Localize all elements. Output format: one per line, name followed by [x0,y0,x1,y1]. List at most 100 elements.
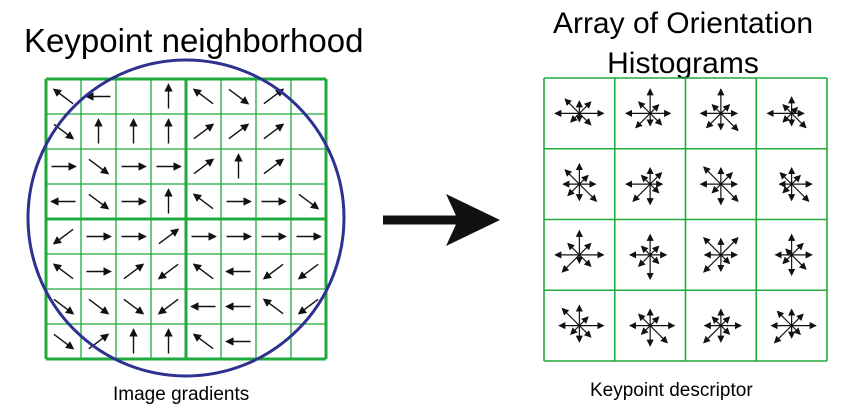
gaussian-window-circle [26,58,346,378]
gradient-arrow [193,158,215,175]
transform-arrow [383,194,500,246]
gradient-arrow [297,263,319,280]
gradient-arrow [262,263,284,280]
histogram-bin-arrow [782,183,793,194]
histogram-bin-arrow [561,254,580,273]
orientation-histograms-title: Array of Orientation Histograms [526,4,840,84]
histogram-bin-arrow [703,166,722,185]
histogram-bin-arrow [649,171,663,185]
orientation-histogram [703,308,743,344]
histogram-bin-arrow [779,171,793,185]
histogram-bin-arrow [637,101,651,114]
gradient-arrow [192,263,214,280]
histogram-bin-arrow [720,316,731,327]
gradient-arrow [157,298,179,315]
keypoint-neighborhood-grid [44,77,328,361]
histogram-bin-arrow [632,183,651,202]
histogram-bin-arrow [791,112,807,129]
histogram-bin-arrow [720,183,739,202]
histogram-bin-arrow [570,112,580,123]
transform-arrow-head [446,194,500,246]
gradient-arrow [123,263,145,280]
histogram-bin-arrow [720,254,731,265]
gradient-arrow [157,263,179,280]
keypoint-descriptor-caption: Keypoint descriptor [590,380,753,401]
histogram-bin-arrow [640,245,651,256]
histogram-bin-arrow [649,325,668,344]
histogram-bin-arrow [640,325,651,335]
histogram-bin-arrow [637,313,651,327]
histogram-bin-arrow [711,104,722,114]
histogram-bin-arrow [791,254,807,270]
gradient-arrow [52,88,74,105]
histogram-bin-arrow [711,183,722,194]
gradient-arrow [88,158,110,175]
gradient-arrow [262,298,284,315]
histogram-bin-arrow [703,237,722,256]
gradient-arrow [158,228,180,245]
gradient-arrows [50,83,322,354]
histogram-bin-arrow [791,325,801,335]
histogram-bin-arrow [564,98,580,114]
orientation-histogram [628,308,676,347]
histogram-bin-arrow [649,183,660,194]
histogram-bin-arrow [649,104,660,114]
orientation-histogram [624,166,664,206]
gradient-arrow [228,123,250,140]
histogram-bin-arrow [782,104,793,114]
histogram-bin-arrow [578,254,592,268]
orientation-histogram [699,88,739,132]
histogram-bin-arrow [782,112,793,123]
histogram-bin-arrow [578,112,592,126]
gradient-arrow [53,333,75,350]
keypoint-neighborhood-title: Keypoint neighborhood [24,22,364,59]
gradient-arrow [123,298,145,315]
histogram-bin-arrow [791,242,804,256]
histogram-bin-arrow [649,245,660,256]
gradient-arrow [297,298,319,315]
gradient-arrow [52,228,74,245]
orientation-histogram [554,229,605,273]
histogram-bin-arrow [720,171,734,185]
gradient-arrow [53,298,75,315]
histogram-bin-arrow [578,325,592,338]
histogram-bin-arrow [791,174,801,185]
orientation-histograms [554,88,817,347]
histogram-bin-arrow [578,183,598,202]
histogram-bin-arrow [703,254,722,273]
histogram-bin-arrow [635,112,651,129]
orientation-histogram [778,166,813,202]
histogram-bin-arrow [720,104,731,114]
histogram-bin-arrow [564,169,580,185]
histogram-bin-arrow [791,183,810,202]
histogram-bin-arrow [578,242,592,256]
histogram-bin-arrow [720,237,739,256]
histogram-bin-arrow [711,316,722,327]
histogram-bin-arrow [705,112,722,129]
orientation-histogram [766,96,807,129]
histogram-bin-arrow [570,325,580,335]
gradient-arrow [192,88,214,105]
histogram-bin-arrow [773,325,793,344]
histogram-bin-arrow [567,183,580,197]
histogram-bin-arrow [720,325,731,335]
histogram-bin-arrow [640,174,651,185]
histogram-bin-arrow [578,101,592,114]
orientation-histogram [699,166,739,206]
gradient-arrow [228,88,250,105]
gradient-arrow [52,263,74,280]
histogram-bin-arrow [561,307,580,327]
gradient-arrow [263,158,285,175]
histogram-bin-arrow [720,112,739,132]
orientation-histogram [554,98,605,126]
orientation-histograms-title-line1: Array of Orientation [552,7,814,40]
histogram-bin-arrow [637,254,651,268]
histogram-bin-arrow [776,310,793,327]
histogram-bin-arrow [791,313,804,327]
gradient-arrow [263,123,285,140]
gradient-arrow [192,333,214,350]
gradient-arrow [192,193,214,210]
orientation-histogram [774,233,813,277]
histogram-bin-arrow [785,248,793,257]
